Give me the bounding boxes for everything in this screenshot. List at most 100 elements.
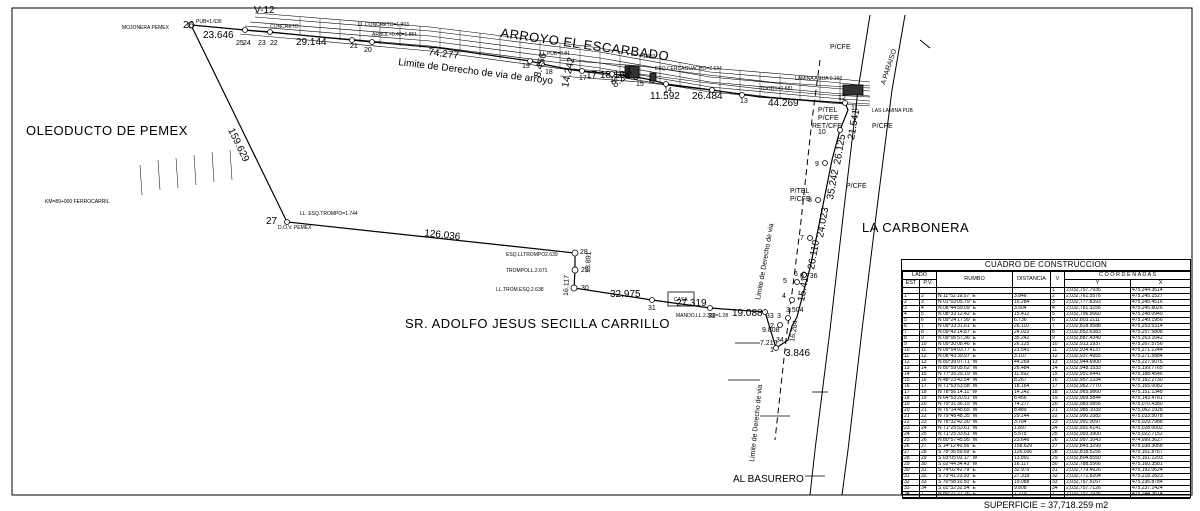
vertex-number: 8 [808, 197, 812, 204]
distance-label: 35.242 [825, 168, 841, 200]
casa-building [667, 291, 695, 307]
distance-label: 3.504 [786, 307, 804, 314]
distance-label: 13.891 [585, 251, 593, 273]
table-cell: N 89°21'27.26" E [936, 491, 1014, 498]
header-x: X [1130, 279, 1192, 288]
table-cell: 1 [918, 491, 938, 498]
vertex-number: 16 [610, 77, 618, 84]
distance-label: 26.125 [832, 133, 848, 165]
vertex-number: 3 [777, 313, 781, 320]
lamina2-label: LAS LAMINA PUB [872, 108, 914, 114]
road-paraiso [774, 14, 931, 496]
features [624, 65, 864, 477]
table-cell: 1 [1050, 491, 1066, 498]
vertex-number: 15 [636, 81, 644, 88]
casa-label: CASA [674, 297, 688, 303]
superficie-total: SUPERFICIE = 37,718.259 m2 [902, 498, 1190, 511]
distance-label: 17 18.164 [586, 70, 631, 81]
table-cell: 475,244.3614 [1130, 491, 1192, 498]
vertex-number: 26 [183, 20, 195, 31]
distance-label: 32.975 [610, 289, 641, 300]
p-cfe-label-5: P/CFE [846, 183, 867, 190]
table-cell: 34 [902, 491, 920, 498]
lamina-block [842, 84, 864, 96]
small-label-1: CONCRETO [270, 24, 299, 30]
small-label-4: LL.PUB=0.81 [540, 51, 570, 57]
distance-label: 23.646 [203, 30, 234, 41]
small-label-8: =1.533 [640, 54, 656, 60]
p-cfe-label-1: P/CFE [830, 44, 851, 51]
header-est: EST [902, 279, 920, 288]
vertex-number: 21 [350, 43, 358, 50]
vertex-number: 32 [708, 313, 716, 320]
v12-label: V-12 [254, 5, 275, 16]
distance-label: 16.117 [563, 275, 571, 296]
distance-label: 26.110 [806, 239, 822, 271]
vertex-number: 19 [522, 63, 530, 70]
vertex-number: 28 [580, 249, 588, 256]
vertex-number: 24 [243, 40, 251, 47]
small-label-2: ARBOL=0.48=1.851 [372, 32, 417, 38]
concreto-block [624, 65, 640, 79]
vertex-number: 18 [545, 69, 553, 76]
vertex-number: 5 [783, 278, 787, 285]
vertex-number: 20 [364, 47, 372, 54]
vertex-number: 22 [270, 40, 278, 47]
vertex-number: 6 [794, 271, 798, 278]
vertex-number: 2 [770, 323, 774, 330]
distance-label: 19.088 [732, 308, 763, 319]
p-cfe-label-3: P/CFE [872, 123, 893, 130]
vertex-number: 31 [648, 305, 656, 312]
vertex-number: 13 [740, 98, 748, 105]
header-distancia: DISTANCIA [1012, 271, 1052, 288]
limite-via-label-1: Limite de Derecho de via [755, 223, 775, 301]
distance-label: 24.023 [815, 206, 831, 238]
p-tel-label-1: P/TEL [818, 107, 838, 114]
km-ferrocarril-label: KM=89+000 FERROCARRIL [45, 199, 110, 205]
propietario-label: SR. ADOLFO JESUS SECILLA CARRILLO [405, 316, 670, 331]
esq-lltrompo-label: ESQ.LLTROMPO2.639 [506, 252, 558, 258]
vertex-number: 9 [815, 161, 819, 168]
vertex-number: 27 [266, 216, 278, 227]
small-label-3: LL.CONCRETO=1.903 [358, 22, 409, 28]
vertex-number: 12 [838, 95, 846, 102]
header-v: V [1050, 271, 1066, 288]
distance-label: 6.736 [800, 273, 818, 280]
al-basurero-label: AL BASURERO [733, 474, 804, 485]
header-lado: LADO [901, 271, 938, 280]
distance-label: 15.412 [796, 270, 812, 302]
vertex-number: 11 [851, 105, 858, 112]
distance-label: 74.277 [428, 47, 460, 62]
ret-cfe-label: RET/CFE [812, 123, 842, 130]
p-cfe-label-4: P/CFE [790, 196, 811, 203]
vertex-number: 30 [581, 285, 589, 292]
distance-label: 14.242 [560, 56, 577, 89]
distance-label: 3.846 [785, 348, 810, 359]
table-title: CUADRO DE CONSTRUCCION [902, 260, 1190, 271]
vertex-number: 14 [664, 87, 672, 94]
vertex-numbers: 26 25 24 23 22 21 20 19 18 17 16 15 14 1… [183, 20, 858, 354]
vertex-number: 1 [770, 347, 774, 354]
distance-label: 27.319 [676, 298, 707, 309]
lamina-label: LAMINA AGUA 0.160 [795, 76, 842, 82]
distance-label: 9.808 [762, 327, 780, 334]
table-cell: 2,032,757.7936 [1064, 491, 1132, 498]
oleoducto-label: OLEODUCTO DE PEMEX [26, 123, 188, 138]
header-y: Y [1064, 279, 1132, 288]
dov-pemex-label: D.O.V. PEMEX [278, 225, 312, 231]
vertex-number: 23 [258, 40, 266, 47]
vertex-number: 25 [236, 40, 244, 47]
header-rumbo: RUMBO [936, 271, 1014, 288]
oleoducto-markers [139, 149, 233, 196]
distance-label: 159.629 [225, 126, 251, 164]
small-label-6: TOODY=1.681 [760, 86, 793, 92]
distance-label: 26.484 [692, 91, 723, 102]
distance-label: 21.541 [846, 108, 862, 140]
vertex-number: 34 [776, 337, 784, 344]
